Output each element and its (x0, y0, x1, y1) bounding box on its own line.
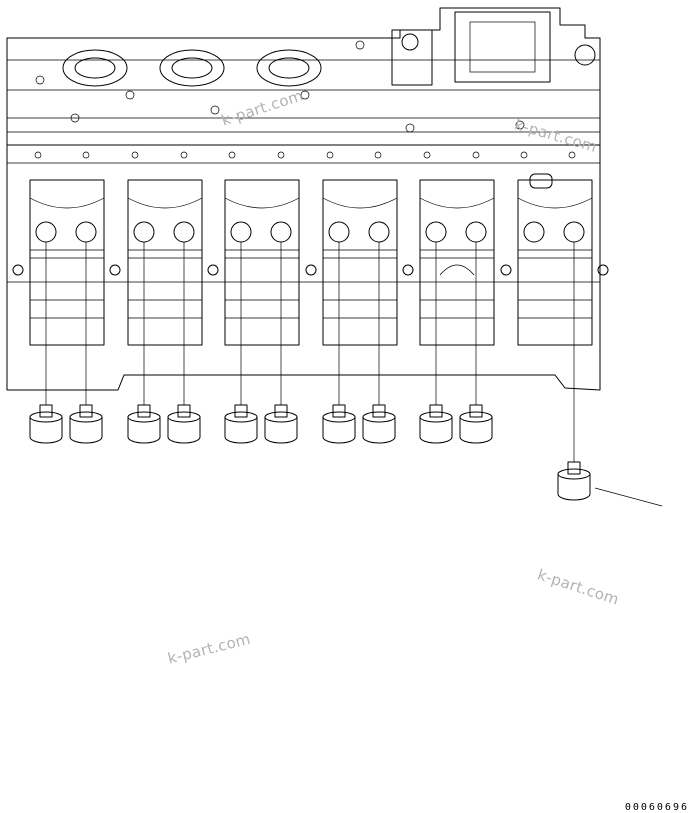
plug (69, 404, 103, 444)
cylinder-block (6, 144, 601, 391)
plug (29, 404, 63, 444)
cylinder-bay-2 (127, 179, 203, 346)
side-bolts (12, 264, 609, 276)
leader-lines (45, 242, 663, 507)
plug (127, 404, 161, 444)
plug (362, 404, 396, 444)
cylinder-bay-6 (517, 179, 593, 346)
plug (557, 461, 591, 501)
cylinder-bay-4 (322, 179, 398, 346)
cylinder-bay-5 (419, 179, 495, 346)
plug (224, 404, 258, 444)
cylinder-head (6, 7, 601, 146)
plug (459, 404, 493, 444)
plug (419, 404, 453, 444)
plug (322, 404, 356, 444)
drawing-number: 00060696 (624, 802, 689, 813)
block-bolt-holes (34, 151, 576, 159)
cylinder-bay-1 (29, 179, 105, 346)
plug (167, 404, 201, 444)
cylinder-bay-3 (224, 179, 300, 346)
plug (264, 404, 298, 444)
